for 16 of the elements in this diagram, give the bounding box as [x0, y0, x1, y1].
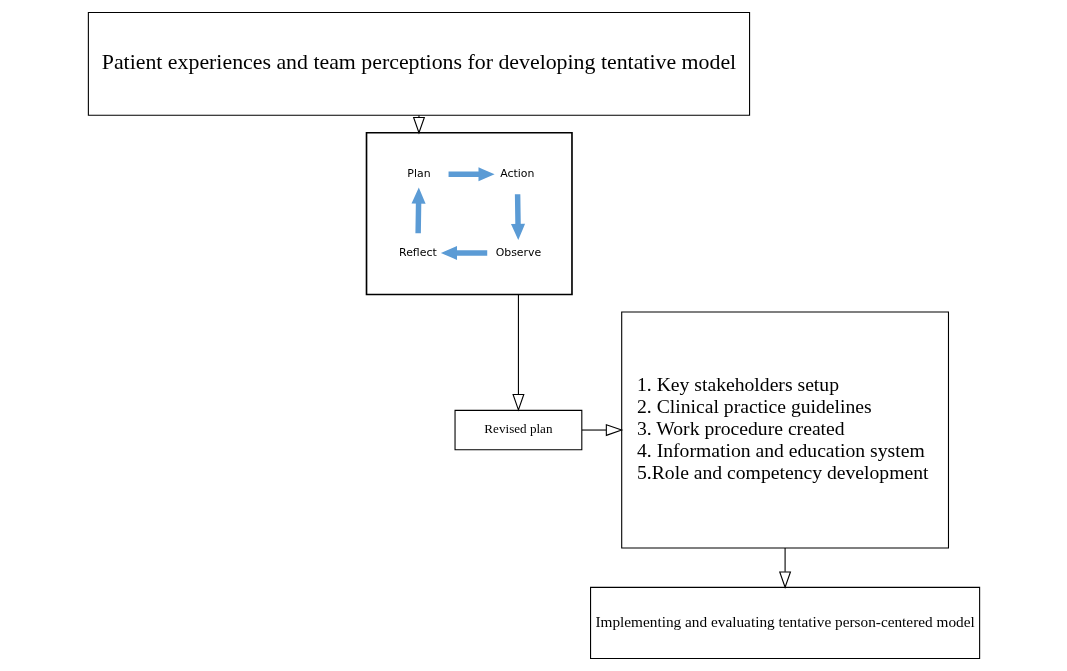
arrow	[580, 423, 623, 437]
node-text: Observe	[495, 245, 541, 259]
cluster	[365, 131, 573, 296]
node-box: Implementing and evaluating tentative person-centered model	[589, 586, 980, 659]
arrow	[778, 547, 791, 589]
arrow	[411, 187, 426, 234]
node-text: Plan	[406, 167, 431, 181]
arrow	[440, 245, 487, 261]
arrow	[510, 194, 525, 241]
arrow	[412, 114, 425, 135]
arrow	[511, 293, 525, 412]
arrow	[448, 167, 495, 182]
node-text: Reflect	[398, 245, 437, 259]
node-text: Action	[499, 167, 534, 181]
node-box: Revised plan	[454, 409, 582, 451]
node-box: 1. Key stakeholders setup 2. Clinical practice guidelines 3. Work procedure created 4. Information and education system 5.Role and competency development	[620, 311, 949, 549]
